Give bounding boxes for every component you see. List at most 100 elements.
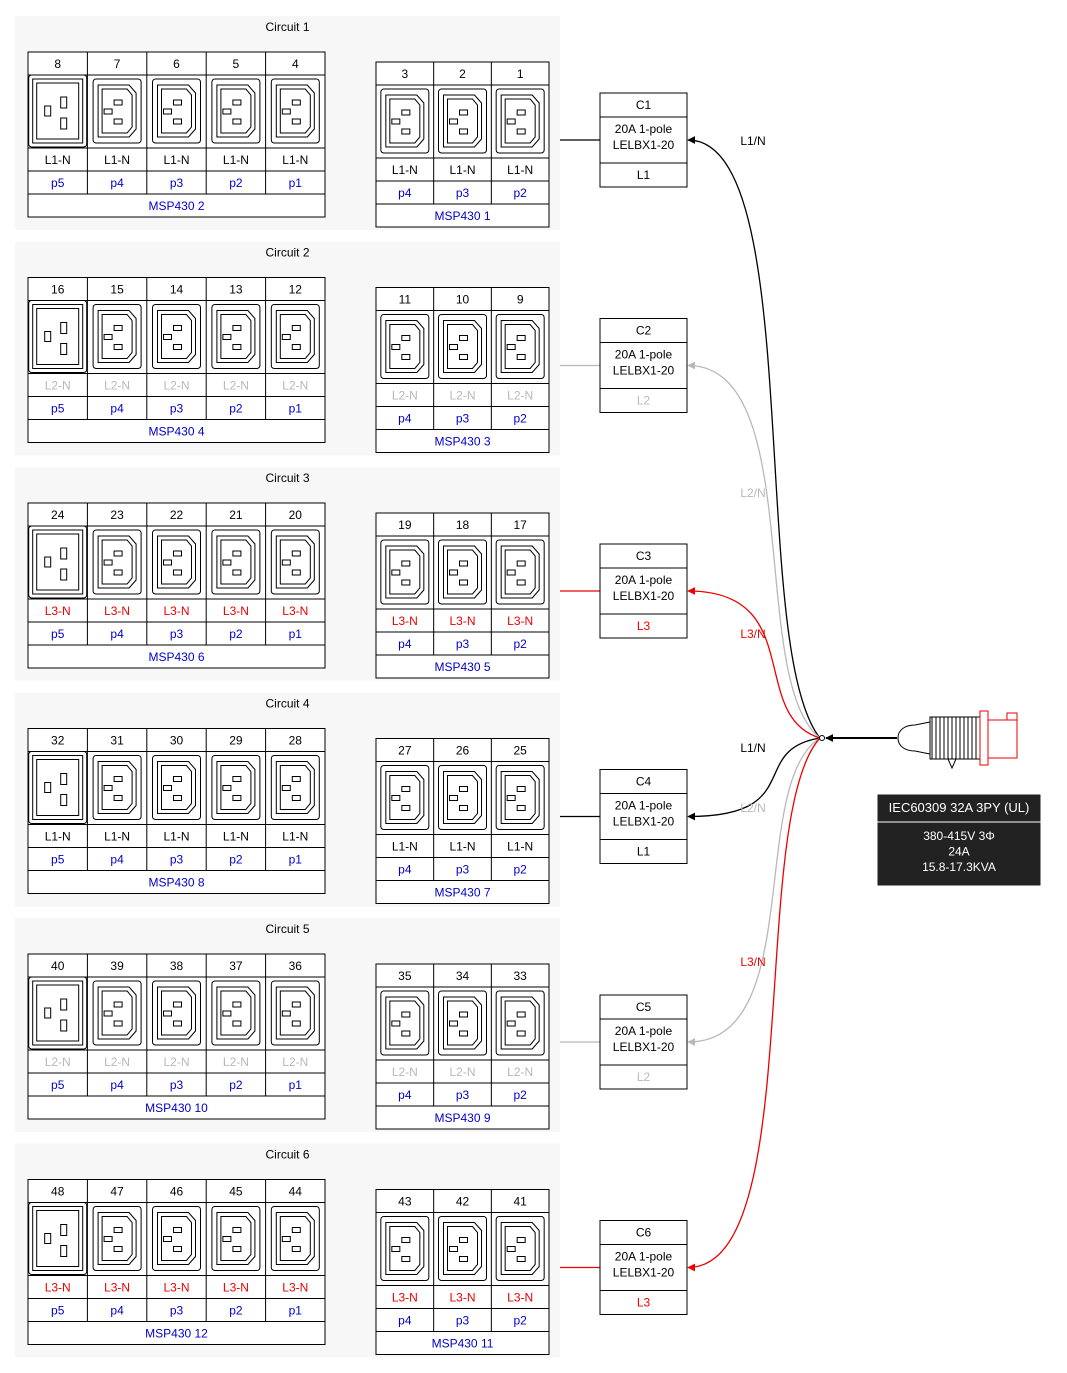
circuit-title: Circuit 2	[265, 246, 309, 260]
spec-title: IEC60309 32A 3PY (UL)	[889, 800, 1030, 815]
phase-feed-edge	[687, 361, 821, 739]
outlet-number: 31	[110, 734, 124, 748]
pdu-name: MSP430 1	[434, 209, 490, 223]
port-label: p4	[110, 627, 124, 641]
c13-outlet-icon	[495, 765, 545, 830]
circuit-5: Circuit 540L2-Np539L2-Np438L2-Np337L2-Np…	[15, 918, 688, 1132]
circuit-title: Circuit 5	[265, 922, 309, 936]
phase-feed-label: L3/N	[740, 627, 765, 641]
outlet-phase-label: L2-N	[45, 379, 71, 393]
breaker-name: C1	[636, 98, 652, 112]
port-label: p3	[456, 412, 470, 426]
outlet-number: 27	[398, 744, 412, 758]
outlet-number: 26	[456, 744, 470, 758]
port-label: p2	[513, 863, 527, 877]
outlet-number: 48	[51, 1185, 65, 1199]
port-label: p4	[398, 186, 412, 200]
outlet-phase-label: L3-N	[223, 604, 249, 618]
phase-feed-label: L3/N	[740, 955, 765, 969]
c13-outlet-icon	[92, 980, 142, 1046]
port-label: p1	[289, 853, 303, 867]
pdu-name: MSP430 8	[148, 876, 204, 890]
c13-outlet-icon	[92, 755, 142, 820]
outlet-phase-label: L2-N	[282, 1055, 308, 1069]
outlet-number: 38	[170, 959, 184, 973]
outlet-phase-label: L2-N	[223, 379, 249, 393]
pdu-name: MSP430 4	[148, 425, 204, 439]
port-label: p3	[456, 1088, 470, 1102]
outlet-phase-label: L2-N	[507, 389, 533, 403]
phase-feed-label: L2/N	[740, 801, 765, 815]
pdu-msp430-b: 32L1-Np531L1-Np430L1-Np329L1-Np228L1-Np1…	[27, 728, 326, 894]
port-label: p3	[170, 853, 184, 867]
breaker-phase-label: L2	[637, 394, 651, 408]
breaker-rating: 20A 1-pole	[615, 348, 673, 362]
breaker-name: C5	[636, 1000, 652, 1014]
port-label: p3	[456, 1314, 470, 1328]
outlet-phase-label: L3-N	[392, 614, 418, 628]
outlet-phase-label: L2-N	[223, 1055, 249, 1069]
port-label: p2	[513, 637, 527, 651]
c13-outlet-icon	[92, 304, 142, 369]
outlet-phase-label: L2-N	[507, 1065, 533, 1079]
pdu-msp430-b: 40L2-Np539L2-Np438L2-Np337L2-Np236L2-Np1…	[27, 953, 326, 1120]
pdu-name: MSP430 10	[145, 1101, 208, 1115]
outlet-number: 37	[229, 959, 243, 973]
breaker-model: LELBX1-20	[613, 589, 675, 603]
c19-outlet-icon	[28, 1202, 88, 1275]
port-label: p4	[398, 412, 412, 426]
port-label: p2	[513, 1314, 527, 1328]
pdu-name: MSP430 6	[148, 650, 204, 664]
outlet-number: 8	[54, 57, 61, 71]
breaker-rating: 20A 1-pole	[615, 1024, 673, 1038]
c19-outlet-icon	[28, 976, 88, 1050]
c13-outlet-icon	[152, 755, 201, 820]
pdu-msp430-b: 8L1-Np57L1-Np46L1-Np35L1-Np24L1-Np1MSP43…	[27, 51, 326, 218]
outlet-phase-label: L1-N	[507, 840, 533, 854]
outlet-phase-label: L3-N	[104, 1281, 130, 1295]
outlet-phase-label: L1-N	[104, 153, 130, 167]
breaker-phase-label: L1	[637, 845, 651, 859]
outlet-phase-label: L1-N	[282, 153, 308, 167]
nodes-layer: Circuit 18L1-Np57L1-Np46L1-Np35L1-Np24L1…	[15, 16, 1041, 1358]
outlet-phase-label: L1-N	[223, 830, 249, 844]
outlet-number: 35	[398, 969, 412, 983]
outlet-phase-label: L1-N	[449, 163, 475, 177]
circuit-3: Circuit 324L3-Np523L3-Np422L3-Np321L3-Np…	[15, 467, 688, 681]
c13-outlet-icon	[211, 78, 261, 144]
port-label: p4	[398, 1088, 412, 1102]
outlet-phase-label: L1-N	[45, 830, 71, 844]
breaker-rating: 20A 1-pole	[615, 1250, 673, 1264]
outlet-number: 11	[399, 293, 412, 307]
port-label: p3	[456, 186, 470, 200]
pdu-name: MSP430 11	[432, 1337, 494, 1351]
port-label: p4	[398, 863, 412, 877]
outlet-number: 9	[517, 293, 524, 307]
outlet-number: 17	[513, 518, 527, 532]
c13-outlet-icon	[438, 88, 487, 154]
circuit-title: Circuit 6	[265, 1148, 309, 1162]
outlet-phase-label: L1-N	[392, 840, 418, 854]
plug-spec-box: IEC60309 32A 3PY (UL)380-415V 3Φ24A15.8-…	[877, 794, 1041, 886]
port-label: p5	[51, 1078, 65, 1092]
c13-outlet-icon	[438, 539, 487, 605]
outlet-number: 41	[513, 1195, 527, 1209]
port-label: p4	[398, 1314, 412, 1328]
outlet-number: 47	[110, 1185, 124, 1199]
outlet-number: 39	[110, 959, 124, 973]
outlet-number: 21	[229, 508, 243, 522]
breaker-name: C4	[636, 775, 652, 789]
outlet-phase-label: L3-N	[45, 604, 71, 618]
phase-feed-label: L2/N	[740, 486, 765, 500]
pdu-msp430-b: 24L3-Np523L3-Np422L3-Np321L3-Np220L3-Np1…	[27, 502, 326, 669]
c13-outlet-icon	[380, 539, 430, 605]
breaker-rating: 20A 1-pole	[615, 122, 673, 136]
iec60309-plug-icon	[897, 710, 1018, 770]
outlet-number: 34	[456, 969, 470, 983]
outlet-phase-label: L2-N	[163, 379, 189, 393]
port-label: p4	[110, 1304, 124, 1318]
phase-feed-edge	[687, 737, 821, 821]
spec-line: 15.8-17.3KVA	[922, 860, 996, 874]
c13-outlet-icon	[495, 539, 545, 605]
